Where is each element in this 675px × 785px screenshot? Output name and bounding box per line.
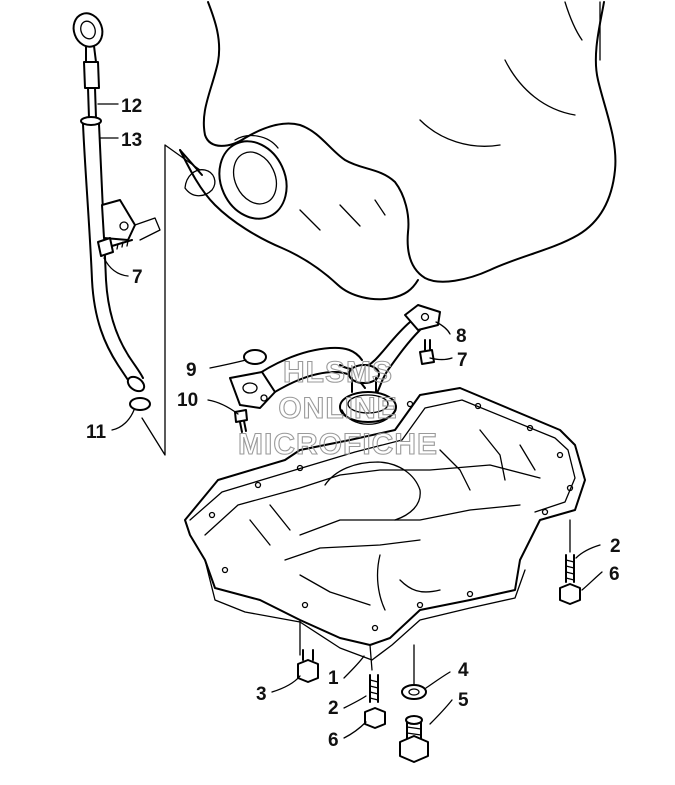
oil-pan [184, 387, 586, 661]
engine-crankcase [179, 1, 617, 301]
tube-o-ring [129, 397, 151, 411]
watermark-line-3: MICROFICHE [238, 428, 438, 461]
callout-11: 11 [86, 422, 107, 443]
watermark: HLSMS ONLINE MICROFICHE [237, 355, 438, 461]
dipstick-tube [80, 116, 146, 393]
bracket-bolt [97, 237, 133, 257]
pan-bolt [297, 649, 319, 683]
callout-10: 10 [177, 390, 198, 411]
strainer-o-ring [243, 349, 267, 365]
callout-7-bracket: 7 [132, 267, 143, 288]
callout-4: 4 [458, 660, 469, 681]
nut-center [364, 707, 386, 729]
oil-strainer [229, 304, 441, 433]
phantom-line [141, 144, 201, 456]
callout-1: 1 [328, 668, 339, 689]
tube-bracket [101, 199, 161, 241]
callout-12: 12 [121, 96, 142, 117]
callout-3: 3 [256, 684, 267, 705]
drain-washer [401, 684, 427, 700]
callout-8: 8 [456, 326, 467, 347]
callout-9: 9 [186, 360, 197, 381]
callout-13: 13 [121, 130, 142, 151]
callout-5: 5 [458, 690, 469, 711]
watermark-line-2: ONLINE [278, 392, 397, 425]
callout-6-right: 6 [609, 564, 620, 585]
strainer-bolt [419, 339, 435, 365]
drain-plug [399, 715, 429, 763]
nut-right [559, 583, 581, 605]
leader-lines [97, 103, 603, 739]
callout-2-center: 2 [328, 698, 339, 719]
watermark-line-1: HLSMS [283, 356, 393, 389]
callout-7-strainer: 7 [457, 350, 468, 371]
callout-2-right: 2 [610, 536, 621, 557]
dipstick [72, 12, 104, 119]
stud-center [369, 674, 379, 703]
callout-labels: 12 13 7 8 7 9 10 11 2 6 4 5 3 1 2 6 [86, 96, 621, 751]
callout-6-center: 6 [328, 730, 339, 751]
stud-right [565, 554, 575, 583]
